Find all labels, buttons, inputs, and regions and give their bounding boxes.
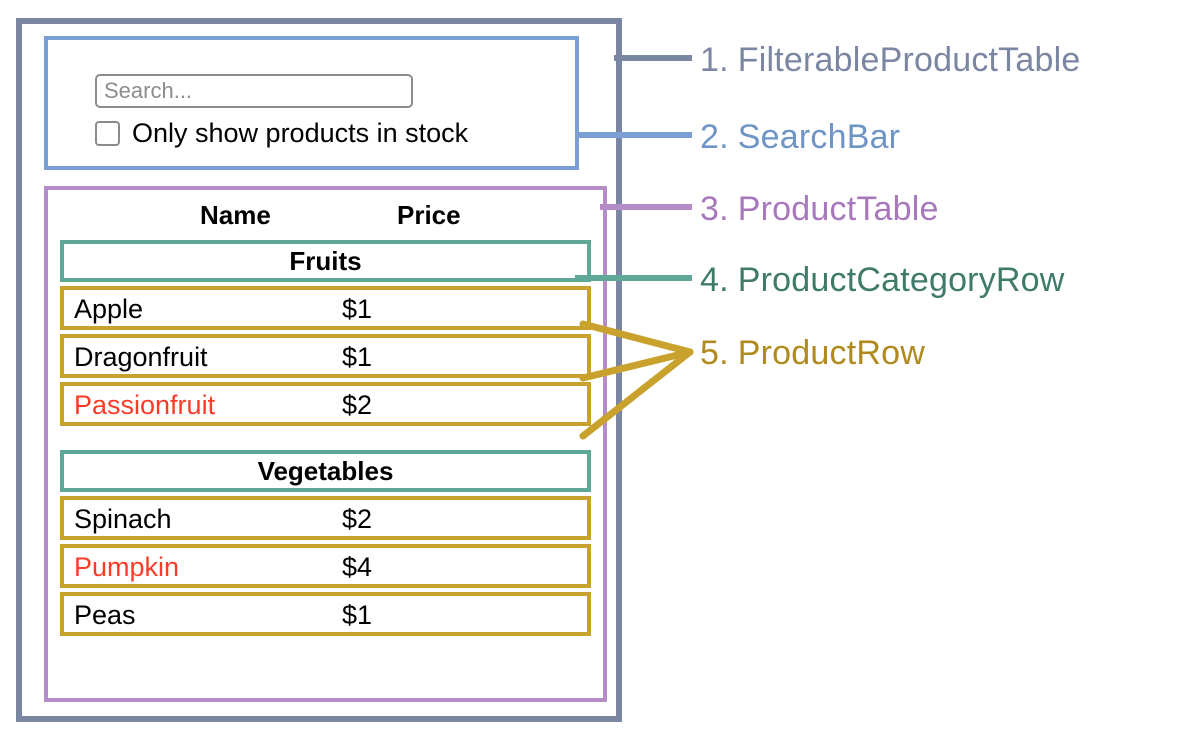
- product-category-row: Vegetables: [60, 450, 591, 492]
- product-table-header-row: Name Price: [60, 194, 595, 240]
- product-row: Apple $1: [60, 286, 591, 330]
- product-category-row: Fruits: [60, 240, 591, 282]
- product-price: $1: [342, 294, 373, 324]
- annotation-text: FilterableProductTable: [737, 41, 1081, 79]
- annotation-number: 3.: [700, 190, 729, 228]
- product-price: $1: [342, 600, 373, 630]
- annotation-number: 5.: [700, 334, 729, 372]
- annotation-label-filterable-product-table: 1.FilterableProductTable: [700, 43, 1080, 77]
- product-row: Spinach $2: [60, 496, 591, 540]
- product-category-label: Vegetables: [257, 456, 394, 486]
- in-stock-checkbox[interactable]: [95, 121, 120, 146]
- product-name: Dragonfruit: [74, 342, 208, 372]
- product-price: $4: [342, 552, 373, 582]
- product-name: Apple: [74, 294, 144, 324]
- product-name: Peas: [74, 600, 136, 630]
- annotation-label-product-row: 5.ProductRow: [700, 336, 925, 370]
- product-name: Spinach: [74, 504, 172, 534]
- annotation-text: SearchBar: [737, 118, 901, 156]
- product-row: Dragonfruit $1: [60, 334, 591, 378]
- annotation-label-search-bar: 2.SearchBar: [700, 120, 900, 154]
- annotation-label-product-category-row: 4.ProductCategoryRow: [700, 263, 1065, 297]
- product-name: Passionfruit: [74, 390, 216, 420]
- annotation-label-product-table: 3.ProductTable: [700, 192, 939, 226]
- annotation-text: ProductRow: [737, 334, 925, 372]
- product-row: Pumpkin $4: [60, 544, 591, 588]
- column-header-price: Price: [397, 200, 461, 230]
- product-table-box: Name Price Fruits Apple $1 Dragonfruit $…: [44, 186, 607, 702]
- product-table-inner: Name Price Fruits Apple $1 Dragonfruit $…: [60, 194, 595, 640]
- product-price: $1: [342, 342, 373, 372]
- product-row: Passionfruit $2: [60, 382, 591, 426]
- annotation-number: 4.: [700, 261, 729, 299]
- product-row: Peas $1: [60, 592, 591, 636]
- product-price: $2: [342, 504, 373, 534]
- search-input[interactable]: [95, 74, 413, 108]
- search-bar-box: Only show products in stock: [44, 36, 579, 170]
- annotation-text: ProductTable: [737, 190, 939, 228]
- annotation-text: ProductCategoryRow: [737, 261, 1065, 299]
- product-price: $2: [342, 390, 373, 420]
- in-stock-filter-row[interactable]: Only show products in stock: [95, 120, 468, 147]
- annotation-number: 1.: [700, 41, 729, 79]
- product-category-label: Fruits: [289, 246, 362, 276]
- in-stock-checkbox-label: Only show products in stock: [132, 118, 469, 148]
- annotation-number: 2.: [700, 118, 729, 156]
- product-name: Pumpkin: [74, 552, 180, 582]
- column-header-name: Name: [200, 200, 271, 230]
